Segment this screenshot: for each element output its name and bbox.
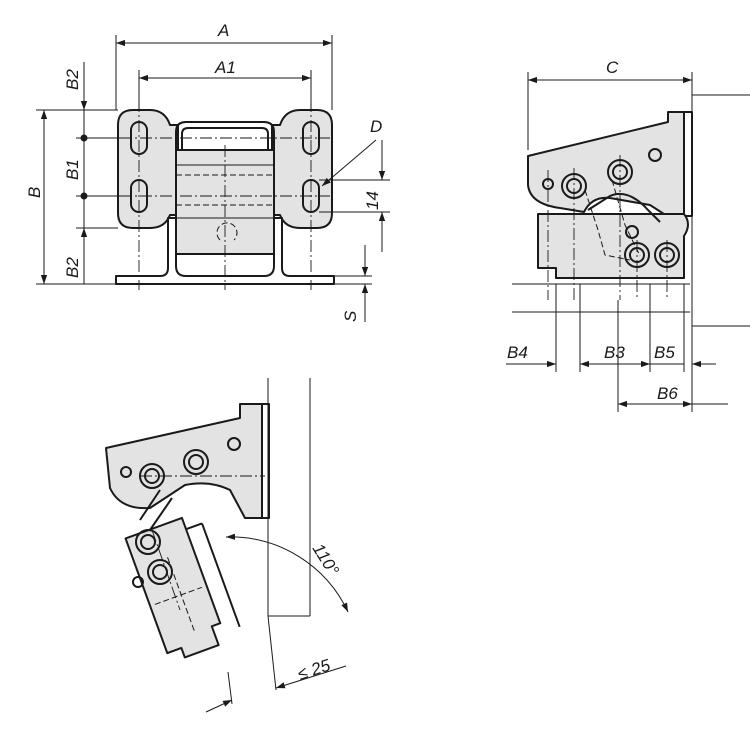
dim-c-label: C — [606, 58, 619, 77]
open-view: 110° ≤ 25 — [105, 378, 349, 713]
gap-label: ≤ 25 — [295, 655, 333, 683]
dim-s-label: S — [341, 310, 360, 322]
left-flange — [117, 109, 179, 229]
side-view-closed: C B4 B3 B5 B6 — [506, 58, 750, 412]
dim-b2-bottom-label: B2 — [63, 257, 82, 278]
dim-b2-top-label: B2 — [63, 69, 82, 90]
base-plate — [115, 217, 335, 285]
dim-a1-label: A1 — [214, 58, 236, 77]
front-view: A A1 B B2 B1 B2 14 D — [25, 21, 390, 322]
dim-14-label: 14 — [363, 191, 382, 210]
dim-a-label: A — [217, 21, 229, 40]
dim-b4-label: B4 — [507, 343, 528, 362]
dim-b5-label: B5 — [654, 343, 675, 362]
lower-leaf — [537, 213, 689, 279]
dim-b3-label: B3 — [604, 343, 625, 362]
dim-b-label: B — [25, 187, 44, 198]
dim-d-label: D — [370, 117, 382, 136]
angle-label: 110° — [309, 540, 343, 579]
dim-b6-label: B6 — [657, 384, 678, 403]
right-flange — [271, 109, 333, 229]
dim-b1-label: B1 — [63, 159, 82, 180]
open-lower-leaf — [124, 516, 222, 659]
